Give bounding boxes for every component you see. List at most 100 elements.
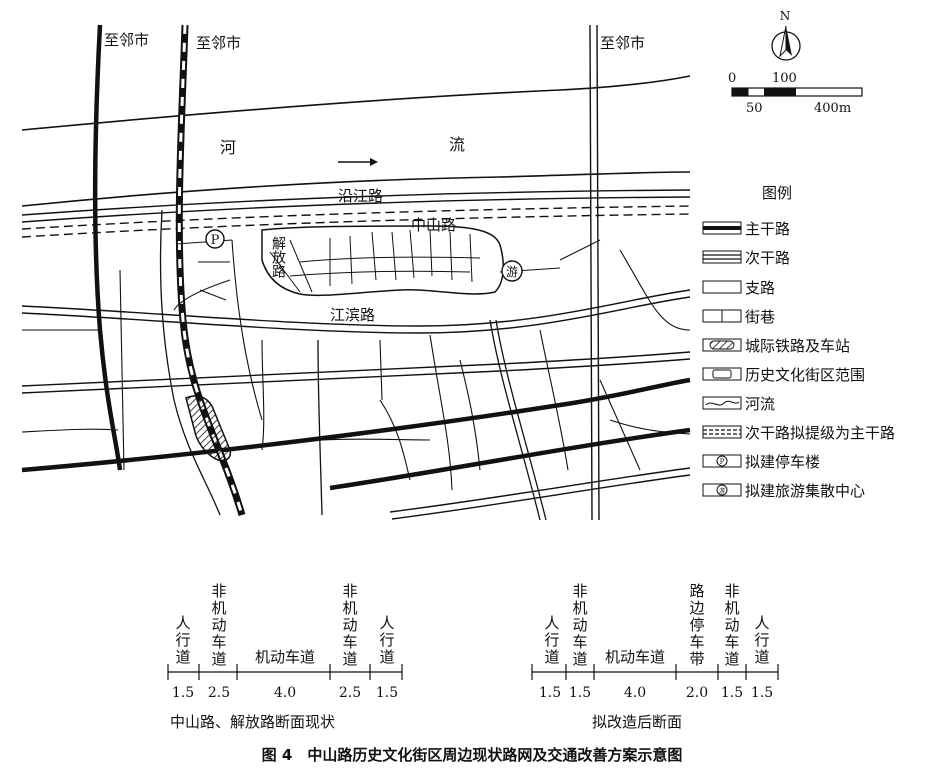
current-lane-5-label: 人行道	[379, 614, 394, 666]
tourism-south-road	[489, 319, 541, 521]
river-icon	[702, 396, 742, 410]
legend-label-parking: 拟建停车楼	[745, 453, 820, 471]
river-bank-south	[21, 171, 691, 207]
parking-symbol: P	[211, 233, 220, 248]
proposed-width-5: 1.5	[721, 685, 743, 701]
railway-side-road	[159, 209, 221, 516]
current-width-2: 2.5	[208, 685, 230, 701]
scale-label-50: 50	[746, 101, 763, 116]
label-to-neighbor-city-west: 至邻市	[104, 31, 149, 49]
label-yanjiang-road: 沿江路	[338, 187, 383, 205]
label-jiefang-road-vertical: 解放路	[270, 236, 286, 278]
upgrade-road-icon	[702, 425, 742, 439]
proposed-lane-5-label: 非机动车道	[724, 582, 739, 668]
north-arrow: N	[771, 9, 801, 61]
secondary-road-icon	[702, 250, 742, 264]
branch-road-icon	[702, 280, 742, 294]
current-lane-1-label: 人行道	[175, 614, 190, 666]
scale-label-400m: 400m	[814, 101, 851, 116]
river-flow-arrow	[338, 158, 378, 166]
historic-district-icon	[702, 367, 742, 381]
cross-section-proposed: 人行道 非机动车道 机动车道 路边停车带 非机动车道 人行道 1.5 1.5 4…	[531, 582, 779, 731]
railway-station-icon	[702, 338, 742, 352]
historic-district-boundary	[261, 225, 505, 297]
legend-title: 图例	[762, 184, 792, 202]
label-jiangbin-road: 江滨路	[330, 306, 375, 324]
scale-label-0: 0	[728, 71, 736, 86]
cross-section-current: 人行道 非机动车道 机动车道 非机动车道 人行道 1.5 2.5 4.0 2.5…	[167, 582, 403, 731]
current-width-1: 1.5	[172, 685, 194, 701]
arterial-road-southeast	[329, 427, 691, 491]
legend-item-upgrade-road: 次干路拟提级为主干路	[702, 424, 895, 442]
proposed-width-2: 1.5	[569, 685, 591, 701]
legend-label-arterial-road: 主干路	[745, 220, 790, 238]
legend-label-river: 河流	[745, 395, 775, 413]
railway-station	[185, 395, 232, 462]
zhongshan-road-upgrade	[21, 205, 691, 230]
label-river-right: 流	[449, 135, 465, 154]
proposed-lane-4-label: 路边停车带	[689, 582, 704, 668]
current-lane-2-label: 非机动车道	[211, 582, 226, 668]
tourism-symbol: 游	[506, 265, 518, 279]
legend: 图例 主干路 次干路 支路	[702, 184, 895, 500]
alley-icon	[702, 309, 742, 323]
current-lane-3-label: 机动车道	[255, 648, 315, 666]
proposed-width-6: 1.5	[751, 685, 773, 701]
parking-icon-symbol: P	[720, 458, 725, 466]
label-to-neighbor-city-east: 至邻市	[600, 34, 645, 52]
current-lane-labels: 人行道 非机动车道 机动车道 非机动车道 人行道	[175, 582, 394, 668]
legend-item-arterial-road: 主干路	[702, 220, 790, 238]
jiangbin-road	[21, 289, 691, 327]
legend-label-branch-road: 支路	[745, 279, 775, 297]
parking-building-icon: P	[702, 454, 742, 468]
tourism-icon-symbol: 游	[719, 487, 725, 495]
legend-item-river: 河流	[702, 395, 775, 413]
label-to-neighbor-city-center: 至邻市	[196, 34, 241, 52]
historic-alleys	[175, 229, 561, 301]
parking-building-marker: P	[205, 229, 225, 249]
legend-label-secondary-road: 次干路	[745, 249, 790, 267]
current-section-caption: 中山路、解放路断面现状	[170, 713, 335, 731]
current-width-3: 4.0	[274, 685, 296, 701]
legend-item-secondary-road: 次干路	[702, 249, 790, 267]
current-lane-widths: 1.5 2.5 4.0 2.5 1.5	[172, 685, 398, 701]
scale-label-100: 100	[772, 71, 797, 86]
legend-label-historic-district: 历史文化街区范围	[745, 366, 865, 384]
central-vertical-road	[317, 339, 323, 516]
east-vertical-road	[589, 24, 593, 521]
river-bank-north	[21, 75, 691, 131]
legend-item-historic-district: 历史文化街区范围	[702, 366, 865, 384]
west-arterial-road	[92, 24, 123, 471]
arterial-road-south	[21, 377, 691, 473]
legend-label-railway: 城际铁路及车站	[745, 337, 850, 355]
legend-label-tourism: 拟建旅游集散中心	[745, 482, 865, 500]
legend-item-alley: 街巷	[702, 308, 775, 326]
scale-bar: 0 100 50 400m	[728, 71, 863, 116]
proposed-lane-1-label: 人行道	[544, 614, 559, 666]
legend-item-branch-road: 支路	[702, 279, 775, 297]
current-lane-4-label: 非机动车道	[342, 582, 357, 668]
proposed-width-1: 1.5	[539, 685, 561, 701]
proposed-lane-widths: 1.5 1.5 4.0 2.0 1.5 1.5	[539, 685, 773, 701]
tourism-center-marker: 游	[501, 260, 523, 282]
north-label: N	[780, 9, 791, 23]
proposed-lane-labels: 人行道 非机动车道 机动车道 路边停车带 非机动车道 人行道	[544, 582, 769, 668]
label-river-left: 河	[220, 138, 236, 157]
tourism-center-icon: 游	[702, 483, 742, 497]
yanjiang-road	[21, 189, 691, 216]
proposed-width-3: 4.0	[624, 685, 646, 701]
current-width-4: 2.5	[339, 685, 361, 701]
legend-item-tourism: 游 拟建旅游集散中心	[702, 482, 865, 500]
label-zhongshan-road: 中山路	[411, 216, 456, 234]
proposed-width-4: 2.0	[686, 685, 708, 701]
legend-label-alley: 街巷	[745, 308, 775, 326]
southeast-road	[389, 467, 691, 513]
proposed-section-caption: 拟改造后断面	[592, 713, 682, 731]
figure-caption: 图 4 中山路历史文化街区周边现状路网及交通改善方案示意图	[262, 746, 683, 764]
proposed-lane-6-label: 人行道	[754, 614, 769, 666]
road-network-map: P 游 至邻市 至邻市 至邻市 河 流 沿江路 中山路 江滨路 解放路	[21, 24, 691, 521]
legend-item-parking: P 拟建停车楼	[702, 453, 820, 471]
current-width-5: 1.5	[376, 685, 398, 701]
proposed-lane-3-label: 机动车道	[605, 648, 665, 666]
